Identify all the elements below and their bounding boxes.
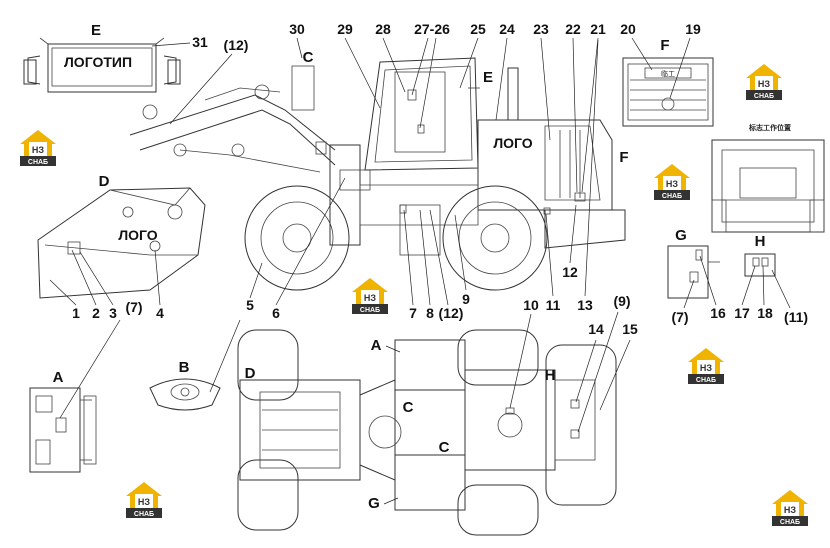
callout-28: 28 bbox=[375, 21, 391, 37]
view-label-f-detail: F bbox=[660, 37, 669, 54]
svg-text:СНАБ: СНАБ bbox=[696, 377, 716, 384]
loader-side-view: ЛОГО 29 28 27-26 25 24 23 22 21 30 (12) … bbox=[129, 21, 629, 321]
svg-text:НЗ: НЗ bbox=[138, 497, 150, 507]
callout-p7-g: (7) bbox=[671, 309, 688, 325]
body-logo-text: ЛОГО bbox=[493, 135, 532, 151]
cab-logo-text: ЛОГОТИП bbox=[64, 54, 132, 70]
rear-view: 标志工作位置 bbox=[711, 123, 825, 233]
view-label-a-detail: A bbox=[53, 369, 64, 386]
watermark-logo: НЗ СНАБ bbox=[654, 164, 690, 200]
bucket-view: ЛОГО D 1 2 3 (7) 4 bbox=[37, 173, 206, 321]
svg-text:НЗ: НЗ bbox=[364, 293, 376, 303]
view-label-h-top: H bbox=[545, 367, 556, 384]
callout-p12-bottom: (12) bbox=[439, 305, 464, 321]
svg-text:НЗ: НЗ bbox=[700, 363, 712, 373]
callout-18: 18 bbox=[757, 305, 773, 321]
svg-text:НЗ: НЗ bbox=[666, 179, 678, 189]
callout-p11: (11) bbox=[784, 309, 808, 325]
svg-text:СНАБ: СНАБ bbox=[360, 307, 380, 314]
callout-4: 4 bbox=[156, 305, 164, 321]
svg-text:СНАБ: СНАБ bbox=[754, 93, 774, 100]
svg-text:НЗ: НЗ bbox=[758, 79, 770, 89]
view-g: G (7) 16 bbox=[667, 227, 726, 325]
watermark-logo: НЗ СНАБ bbox=[352, 278, 388, 314]
callout-p12-top: (12) bbox=[224, 37, 249, 53]
watermark-logo: НЗ СНАБ bbox=[126, 482, 162, 518]
view-h: H 17 18 (11) bbox=[734, 233, 808, 325]
callout-6: 6 bbox=[272, 305, 280, 321]
view-label-f-side: F bbox=[619, 149, 628, 166]
callout-9: 9 bbox=[462, 291, 470, 307]
callout-30: 30 bbox=[289, 21, 305, 37]
view-label-b: B bbox=[179, 359, 190, 376]
loader-top-view: A D C C G H 14 15 (9) bbox=[237, 293, 638, 536]
watermark-logo: НЗ СНАБ bbox=[688, 348, 724, 384]
view-label-e-side: E bbox=[483, 69, 493, 86]
callout-22: 22 bbox=[565, 21, 581, 37]
callout-25: 25 bbox=[470, 21, 486, 37]
watermark-logo: НЗ СНАБ bbox=[772, 490, 808, 526]
callout-12: 12 bbox=[562, 264, 578, 280]
bucket-logo-text: ЛОГО bbox=[118, 227, 157, 243]
callout-15: 15 bbox=[622, 321, 638, 337]
callout-31: 31 bbox=[192, 34, 208, 50]
callout-19: 19 bbox=[685, 21, 701, 37]
callout-7: 7 bbox=[409, 305, 417, 321]
view-label-h-detail: H bbox=[755, 233, 766, 250]
view-label-d-bucket: D bbox=[99, 173, 110, 190]
view-label-g-top: G bbox=[368, 495, 380, 512]
view-b-steering: B bbox=[149, 319, 241, 411]
callout-29: 29 bbox=[337, 21, 353, 37]
view-label-a-top: A bbox=[371, 337, 382, 354]
svg-text:СНАБ: СНАБ bbox=[662, 193, 682, 200]
svg-text:СНАБ: СНАБ bbox=[28, 159, 48, 166]
callout-16: 16 bbox=[710, 305, 726, 321]
view-label-g-detail: G bbox=[675, 227, 687, 244]
callout-20: 20 bbox=[620, 21, 636, 37]
callout-13: 13 bbox=[577, 297, 593, 313]
callout-8: 8 bbox=[426, 305, 434, 321]
watermark-layer: НЗ СНАБ НЗ СНАБ НЗ СНАБ НЗ СНАБ НЗ СНАБ НЗ СНАБ НЗ СН… bbox=[20, 64, 808, 526]
callout-21: 21 bbox=[590, 21, 606, 37]
callout-10: 10 bbox=[523, 297, 539, 313]
svg-text:НЗ: НЗ bbox=[32, 145, 44, 155]
watermark-logo: НЗ СНАБ bbox=[20, 130, 56, 166]
callout-23: 23 bbox=[533, 21, 549, 37]
view-f-grille: F 临工 20 19 bbox=[620, 21, 714, 127]
callout-2: 2 bbox=[92, 305, 100, 321]
callout-p9: (9) bbox=[613, 293, 630, 309]
callout-14: 14 bbox=[588, 321, 604, 337]
callout-p7-bucket: (7) bbox=[125, 299, 142, 315]
svg-text:НЗ: НЗ bbox=[784, 505, 796, 515]
callout-24: 24 bbox=[499, 21, 515, 37]
callout-3: 3 bbox=[109, 305, 117, 321]
svg-text:СНАБ: СНАБ bbox=[780, 519, 800, 526]
view-label-c-mid: C bbox=[403, 399, 414, 416]
view-label-c-top: C bbox=[303, 49, 314, 66]
watermark-logo: НЗ СНАБ bbox=[746, 64, 782, 100]
view-label-d-top: D bbox=[245, 365, 256, 382]
view-a: A bbox=[29, 319, 121, 473]
callout-1: 1 bbox=[72, 305, 80, 321]
callout-5: 5 bbox=[246, 297, 254, 313]
callout-11: 11 bbox=[546, 297, 561, 313]
grille-brand-plate: 临工 bbox=[661, 69, 675, 78]
callout-17: 17 bbox=[734, 305, 750, 321]
view-label-c-low: C bbox=[439, 439, 450, 456]
svg-text:СНАБ: СНАБ bbox=[134, 511, 154, 518]
view-e-cab-front: ЛОГОТИП E 31 bbox=[23, 22, 208, 93]
view-label-e: E bbox=[91, 22, 101, 39]
callout-27-26: 27-26 bbox=[414, 21, 450, 37]
rear-caption: 标志工作位置 bbox=[748, 123, 791, 132]
